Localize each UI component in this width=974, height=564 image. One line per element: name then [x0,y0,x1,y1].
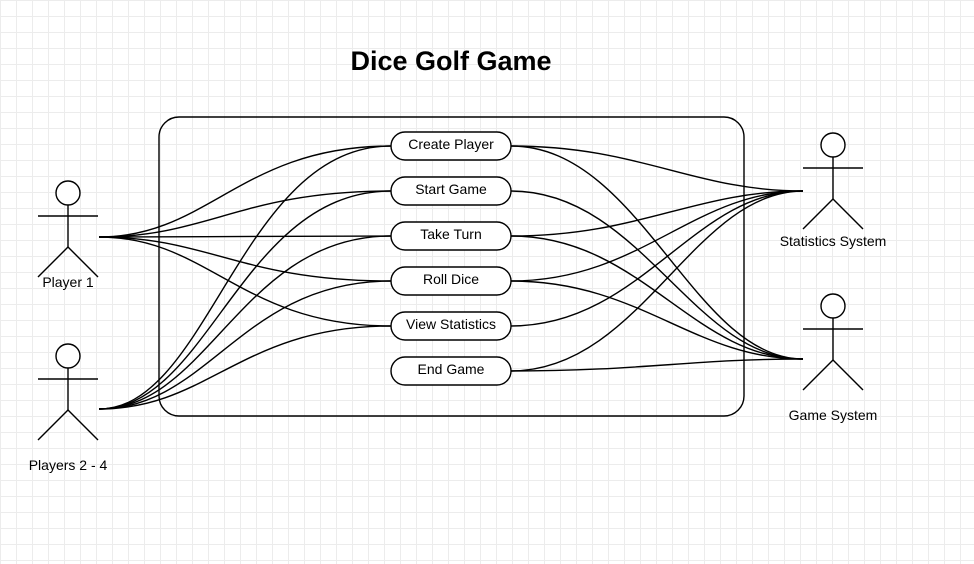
association-player1-view [98,236,392,327]
actor-game: Game System [789,293,878,423]
actor-head [55,180,81,206]
actors: Player 1 Players 2 - 4 Statistics SystemGa… [29,132,887,473]
use-case-ellipse [390,221,512,251]
use-case-roll: Roll Dice [390,266,512,296]
actor-players24: Players 2 - 4 [29,343,108,473]
actor-head [820,132,846,158]
association-player1-create [98,145,392,238]
use-case-ellipse [390,266,512,296]
association-start-game [510,190,804,360]
use-case-label: End Game [418,361,485,377]
use-case-label: Roll Dice [423,271,479,287]
association-lines [98,145,804,410]
use-case-label: Create Player [408,136,494,152]
association-view-stats [510,190,804,327]
actor-left-leg [37,409,69,441]
association-end-stats [510,190,804,372]
use-case-ellipse [390,311,512,341]
association-players24-view [98,325,392,410]
actor-left-leg [802,359,834,391]
association-end-game [510,358,804,372]
actor-left-leg [37,246,69,278]
association-turn-stats [510,190,804,237]
actor-label: Game System [789,407,878,423]
use-case-label: View Statistics [406,316,496,332]
actor-right-leg [67,246,99,278]
use-case-ellipse [390,356,512,386]
association-turn-game [510,235,804,360]
association-players24-turn [98,235,392,410]
use-case-label: Start Game [415,181,487,197]
association-players24-start [98,190,392,410]
association-roll-stats [510,190,804,282]
actor-right-leg [67,409,99,441]
actor-player1: Player 1 [37,180,99,290]
association-player1-start [98,190,392,238]
actor-left-leg [802,198,834,230]
association-create-stats [510,145,804,192]
use-case-label: Take Turn [420,226,481,242]
actor-head [820,293,846,319]
system-boundary [158,116,745,417]
association-player1-turn [98,235,392,238]
association-roll-game [510,280,804,360]
actor-label: Statistics System [780,233,887,249]
diagram-title: Dice Golf Game [350,46,551,76]
use-case-ellipse [390,131,512,161]
association-player1-roll [98,236,392,282]
actor-right-leg [832,198,864,230]
actor-right-leg [832,359,864,391]
use-case-turn: Take Turn [390,221,512,251]
use-case-start: Start Game [390,176,512,206]
actor-label: Players 2 - 4 [29,457,108,473]
actor-head [55,343,81,369]
actor-stats: Statistics System [780,132,887,249]
association-players24-roll [98,280,392,410]
use-case-ellipse [390,176,512,206]
use-case-end: End Game [390,356,512,386]
use-case-view: View Statistics [390,311,512,341]
association-create-game [510,145,804,360]
association-players24-create [98,145,392,410]
use-case-create: Create Player [390,131,512,161]
actor-label: Player 1 [42,274,94,290]
